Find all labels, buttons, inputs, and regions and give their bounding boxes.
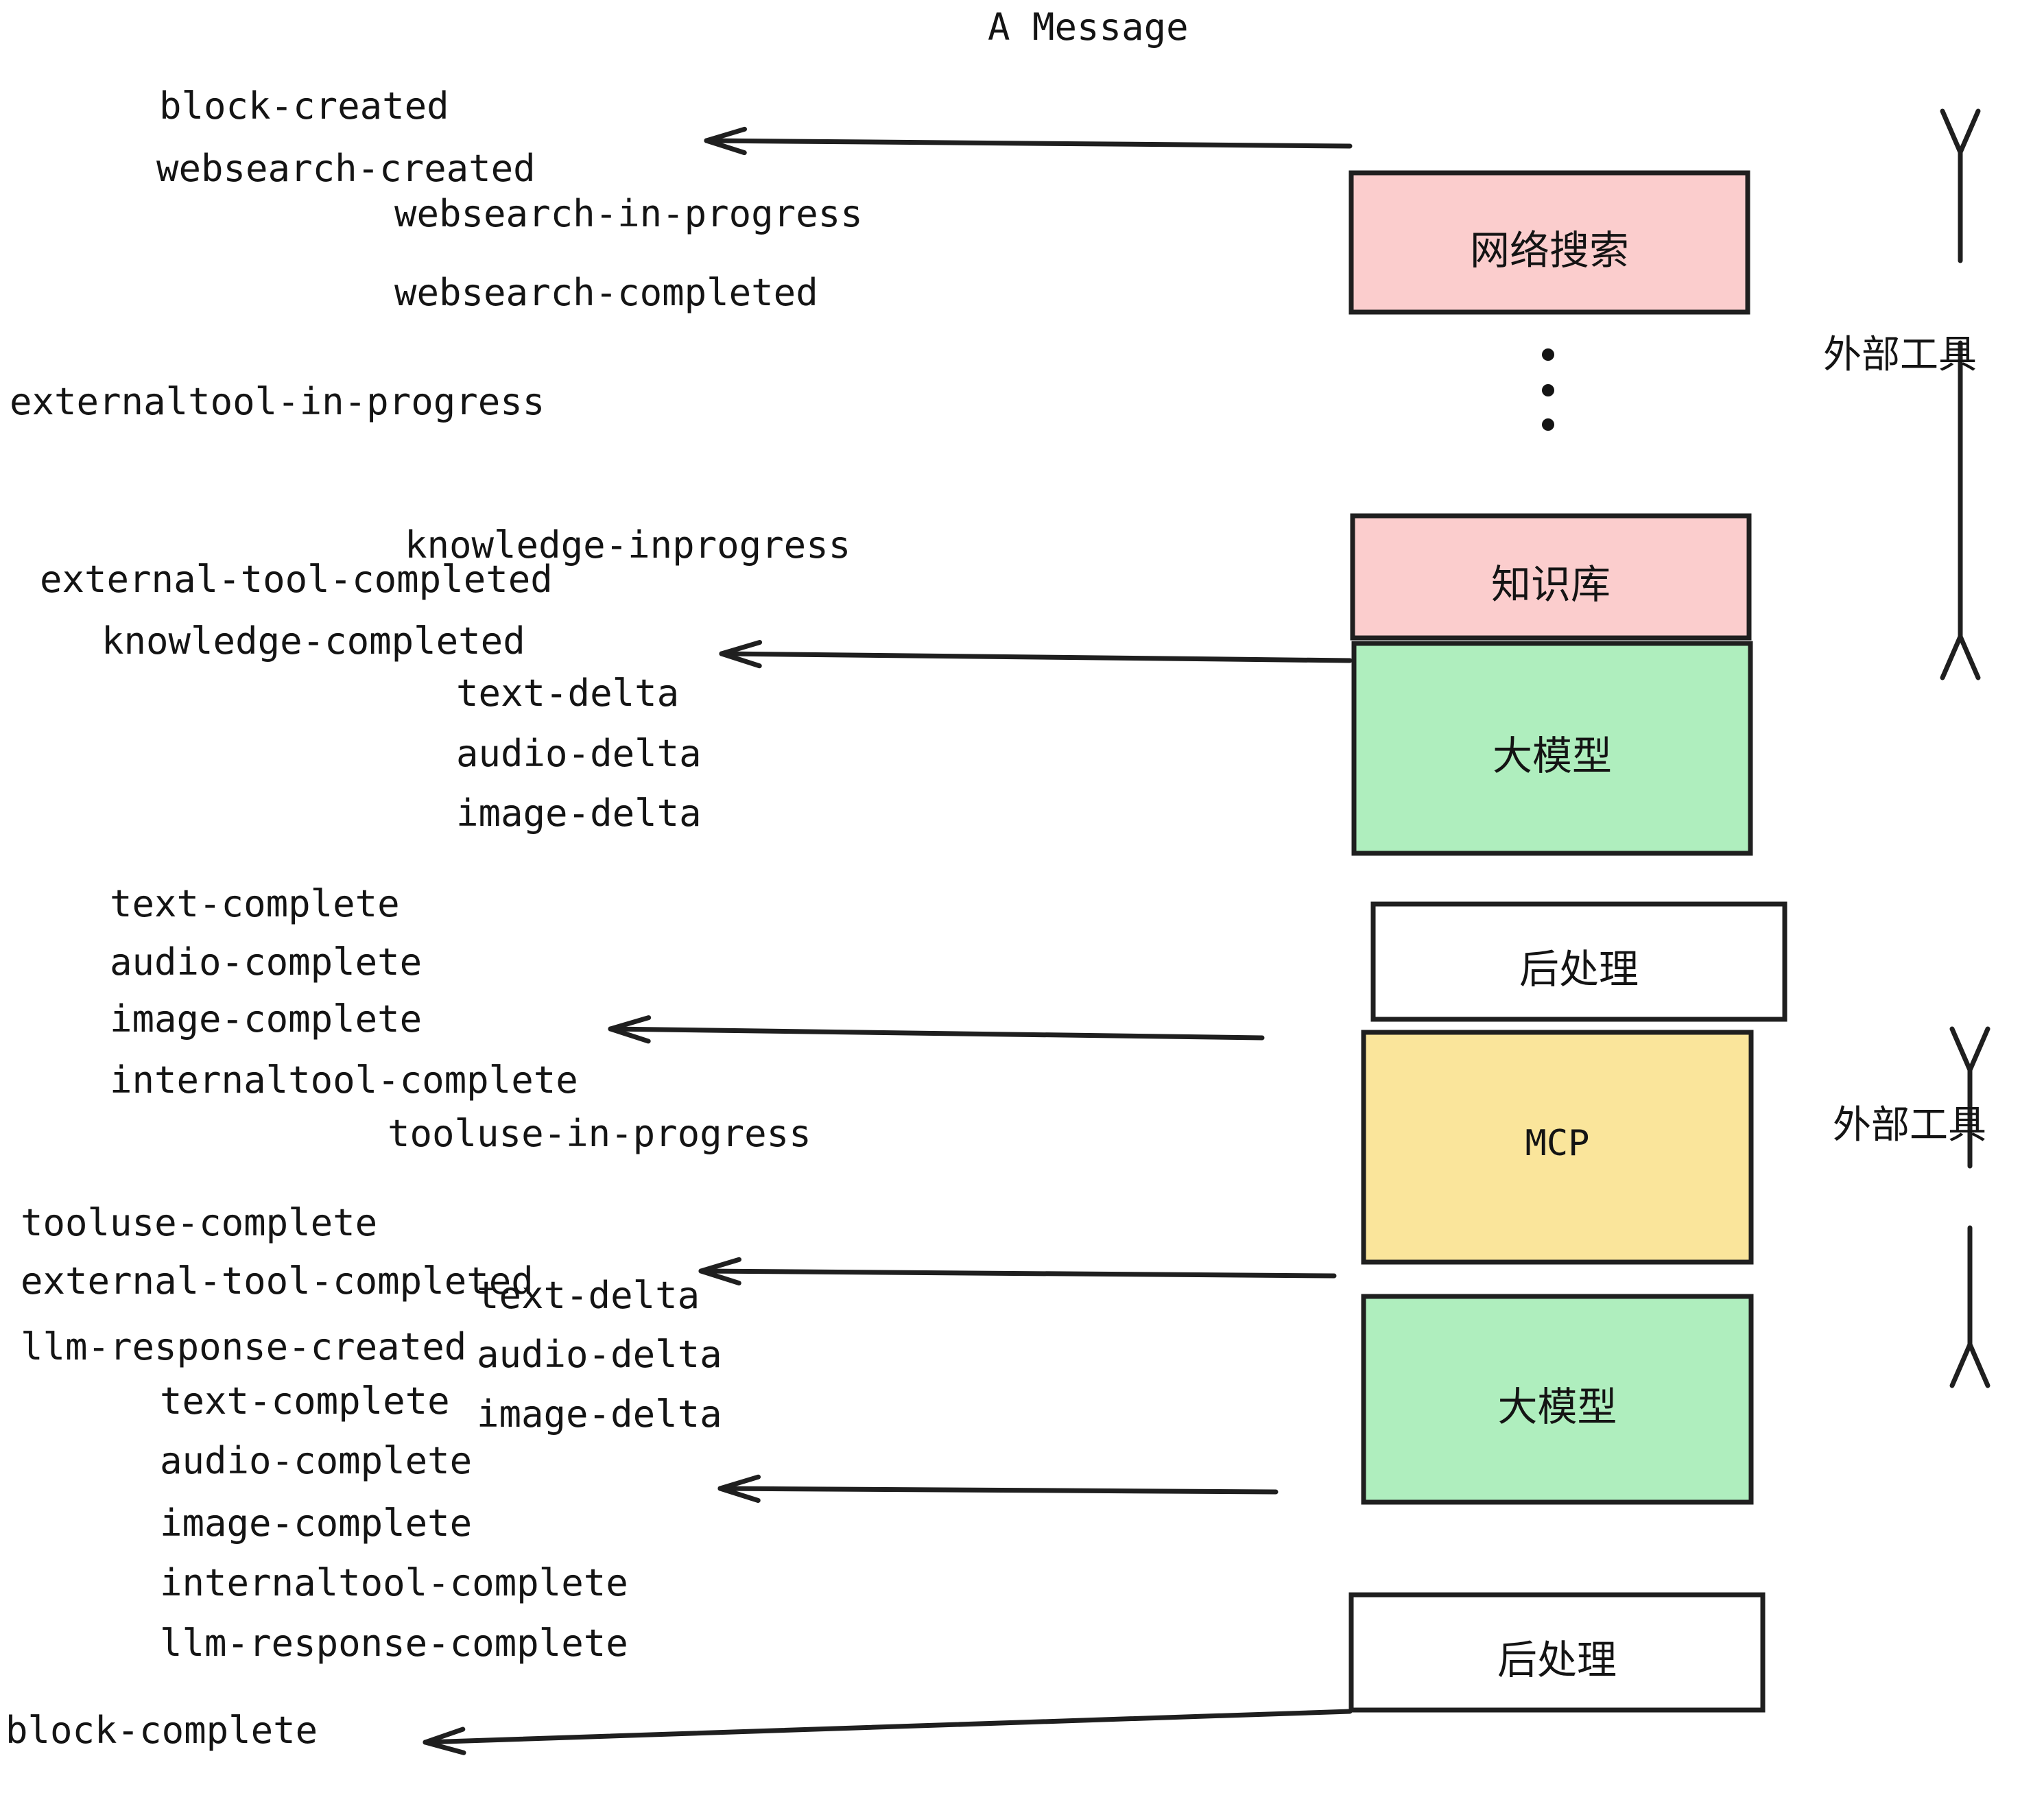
arrow-arrow-knowledge-completed [719, 639, 1353, 669]
event-label-tooluse-complete: tooluse-complete [21, 1200, 378, 1244]
event-label-audio-delta-1: audio-delta [456, 732, 702, 776]
box-label-postprocess-2: 后处理 [1497, 1637, 1617, 1683]
event-label-internaltool-complete-1: internaltool-complete [110, 1058, 578, 1102]
event-label-audio-complete-2: audio-complete [160, 1439, 473, 1483]
event-label-text-delta-2: text-delta [477, 1273, 700, 1317]
event-label-block-complete: block-complete [5, 1708, 318, 1752]
box-label-mcp: MCP [1525, 1122, 1590, 1164]
event-label-external-tool-completed-1: external-tool-completed [40, 557, 553, 601]
box-mcp [1361, 1030, 1754, 1265]
event-label-block-created: block-created [159, 84, 449, 128]
event-label-knowledge-inprogress: knowledge-inprogress [405, 523, 851, 567]
event-label-audio-delta-2: audio-delta [477, 1333, 722, 1377]
box-label-llm-2: 大模型 [1497, 1384, 1617, 1430]
dot-1 [1542, 348, 1554, 361]
arrow-arrow-image-complete [608, 1015, 1265, 1044]
side-label-external-tools-top: 外部工具 [1823, 333, 1977, 377]
side-label-external-tools-bottom: 外部工具 [1833, 1103, 1986, 1148]
box-websearch [1348, 170, 1750, 315]
side-arrow-ext-down-1 [1940, 340, 1981, 680]
event-label-llm-response-created: llm-response-created [21, 1325, 467, 1369]
box-knowledge [1350, 513, 1752, 641]
arrow-arrow-block-created [704, 126, 1353, 156]
side-arrow-ext-down-2 [1949, 1225, 1990, 1388]
dot-2 [1542, 384, 1554, 396]
event-label-audio-complete-1: audio-complete [110, 940, 423, 984]
box-label-postprocess-1: 后处理 [1519, 946, 1639, 993]
box-postprocess-2 [1348, 1592, 1766, 1713]
box-label-knowledge: 知识库 [1490, 561, 1611, 608]
event-label-image-complete-2: image-complete [160, 1501, 473, 1545]
side-arrow-ext-up-2 [1949, 1026, 1990, 1169]
arrows-layer [423, 126, 1353, 1755]
event-label-knowledge-completed: knowledge-completed [102, 619, 525, 663]
boxes-layer [1348, 170, 1787, 1713]
event-label-image-delta-2: image-delta [477, 1392, 722, 1436]
box-label-websearch: 网络搜索 [1469, 226, 1629, 274]
side-arrow-ext-up-1 [1940, 108, 1981, 263]
arrow-arrow-audio-complete [717, 1474, 1279, 1503]
event-label-text-complete-2: text-complete [160, 1379, 450, 1423]
event-label-text-delta-1: text-delta [456, 671, 680, 715]
arrow-arrow-tooluse-complete [698, 1257, 1337, 1286]
event-label-image-complete-1: image-complete [110, 997, 423, 1041]
event-label-websearch-created: websearch-created [156, 147, 536, 190]
event-label-tooluse-in-progress: tooluse-in-progress [388, 1111, 811, 1155]
event-label-websearch-completed: websearch-completed [394, 271, 818, 315]
event-label-image-delta-1: image-delta [456, 792, 702, 835]
arrow-arrow-block-complete [423, 1709, 1353, 1755]
event-label-websearch-in-progress: websearch-in-progress [394, 192, 863, 236]
event-label-external-tool-completed-2: external-tool-completed [21, 1259, 534, 1303]
event-label-externaltool-in-progress: externaltool-in-progress [10, 379, 545, 423]
side-arrows-layer [1940, 108, 1990, 1388]
box-label-llm-1: 大模型 [1492, 733, 1612, 779]
box-llm-2 [1361, 1294, 1754, 1505]
box-postprocess-1 [1370, 901, 1787, 1022]
dot-3 [1542, 418, 1554, 431]
event-label-internaltool-complete-2: internaltool-complete [160, 1560, 628, 1604]
event-label-llm-response-complete: llm-response-complete [160, 1622, 628, 1665]
event-label-text-complete-1: text-complete [110, 882, 400, 926]
page-title: A Message [988, 5, 1189, 49]
box-llm-1 [1351, 641, 1753, 856]
